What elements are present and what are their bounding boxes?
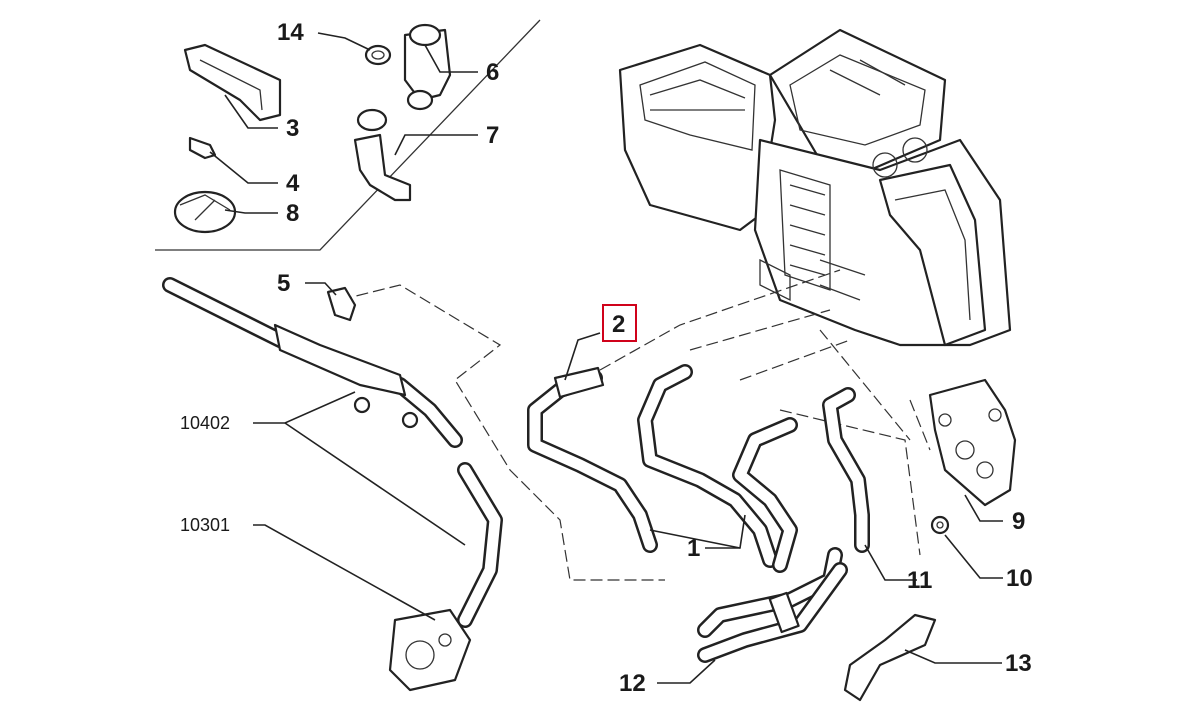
part-10402-pipe [162,277,463,448]
callout-11: 11 [907,567,932,594]
callout-10402: 10402 [180,413,230,433]
part-7-bracket [353,108,412,202]
callout-10: 10 [1006,565,1033,592]
part-4-bolt [188,136,217,160]
part-10-nut [930,515,950,535]
callout-6: 6 [486,59,499,86]
callout-1: 1 [687,535,700,562]
callout-8: 8 [286,200,299,227]
callout-3: 3 [286,115,299,142]
part-13-bracket [843,613,937,702]
callout-12: 12 [619,670,646,697]
callout-2: 2 [612,311,625,338]
part-11-hose [822,387,870,553]
callout-13: 13 [1005,650,1032,677]
callout-4: 4 [286,170,300,197]
part-6-bracket [403,23,452,111]
part-1-hose-b [732,417,798,573]
part-8-cap [173,190,237,234]
callout-10301: 10301 [180,515,230,535]
part-9-gasket [928,378,1017,507]
part-2-hose [527,366,658,553]
callout-5: 5 [277,270,290,297]
part-5-clip [326,286,357,322]
inset-box-border [155,19,541,251]
hvac-housing [618,28,1012,347]
part-1-hose-a [637,364,778,568]
callout-14: 14 [277,19,304,46]
leader-lines [209,32,1003,684]
assembly-dash-lines [339,269,931,581]
callout-9: 9 [1012,508,1025,535]
part-3-clip [183,43,282,122]
part-12-pipe [697,547,848,663]
callout-7: 7 [486,122,499,149]
part-14-clamp [364,44,392,66]
callout-2-highlight [602,304,637,342]
part-10301-hose-pump [388,462,503,692]
